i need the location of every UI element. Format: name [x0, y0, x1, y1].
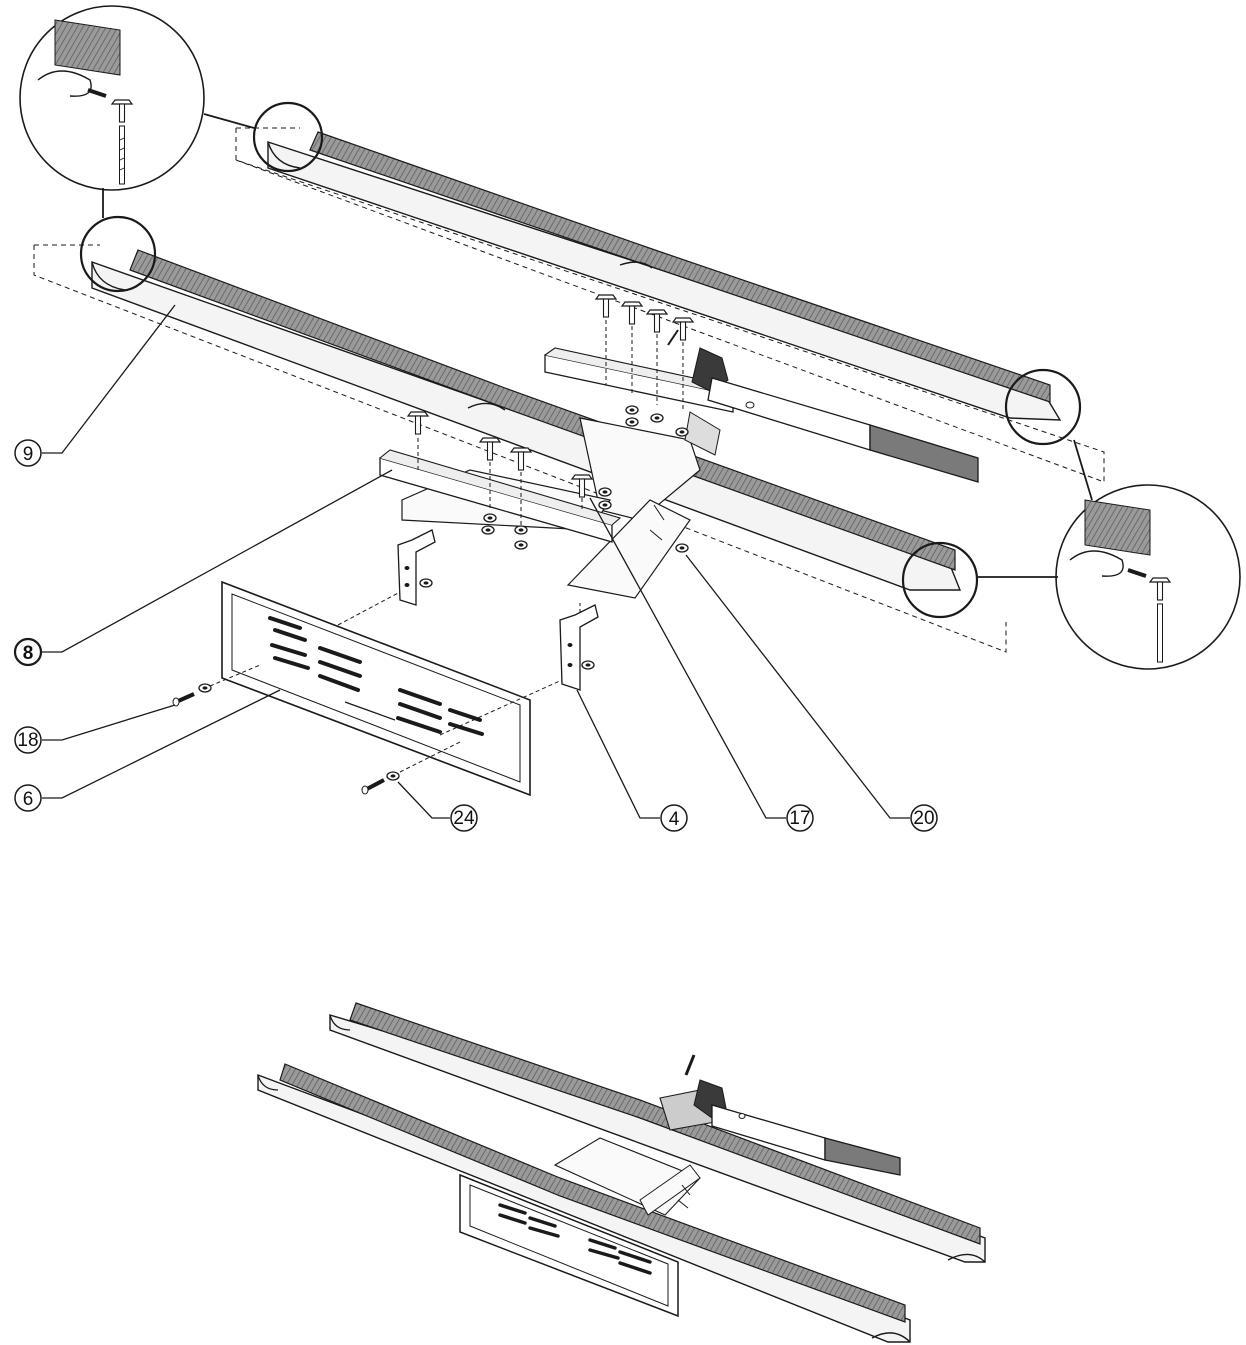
- callout-17: 17: [786, 804, 814, 832]
- svg-text:9: 9: [23, 444, 34, 465]
- assembled-lever: [659, 1054, 901, 1176]
- zoom-ring-upper-right: [1004, 368, 1082, 446]
- t-bolt-group-lower: [407, 411, 689, 553]
- detail-circle-right: [1055, 484, 1241, 670]
- angle-bracket-right: [559, 600, 599, 691]
- zoom-ring-upper-left: [252, 101, 324, 173]
- callout-9: 9: [14, 439, 42, 467]
- license-plate-holder-icon: [221, 580, 531, 797]
- exploded-view: 9 8 18 6 24 4 17 20: [13, 5, 1241, 832]
- screw-icon: [172, 591, 563, 795]
- svg-text:6: 6: [23, 789, 34, 810]
- callout-18: 18: [14, 726, 42, 754]
- assembled-rail-back: [329, 1002, 986, 1263]
- zoom-ring-lower-right: [901, 541, 979, 619]
- assembled-rail-front: [257, 1063, 911, 1343]
- zoom-ring-lower-left: [79, 215, 157, 293]
- assembled-view: [257, 1002, 986, 1343]
- callout-4: 4: [660, 804, 688, 832]
- svg-text:8: 8: [23, 643, 34, 664]
- callout-6: 6: [14, 784, 42, 812]
- wheel-rail-lower: [91, 249, 962, 591]
- lever-icon: [667, 329, 979, 483]
- callout-24: 24: [450, 804, 478, 832]
- svg-text:20: 20: [913, 808, 934, 829]
- svg-text:18: 18: [17, 730, 38, 751]
- svg-text:24: 24: [453, 808, 475, 829]
- mounting-plate-lower: [379, 449, 622, 543]
- callout-20: 20: [910, 804, 938, 832]
- callout-8: 8: [13, 637, 43, 667]
- angle-bracket-left: [397, 529, 436, 606]
- assembled-plate-holder: [459, 1173, 679, 1318]
- svg-text:4: 4: [669, 809, 680, 830]
- svg-text:17: 17: [789, 808, 810, 829]
- detail-circle-top-left: [19, 5, 205, 191]
- wheel-rail-upper: [267, 131, 1062, 421]
